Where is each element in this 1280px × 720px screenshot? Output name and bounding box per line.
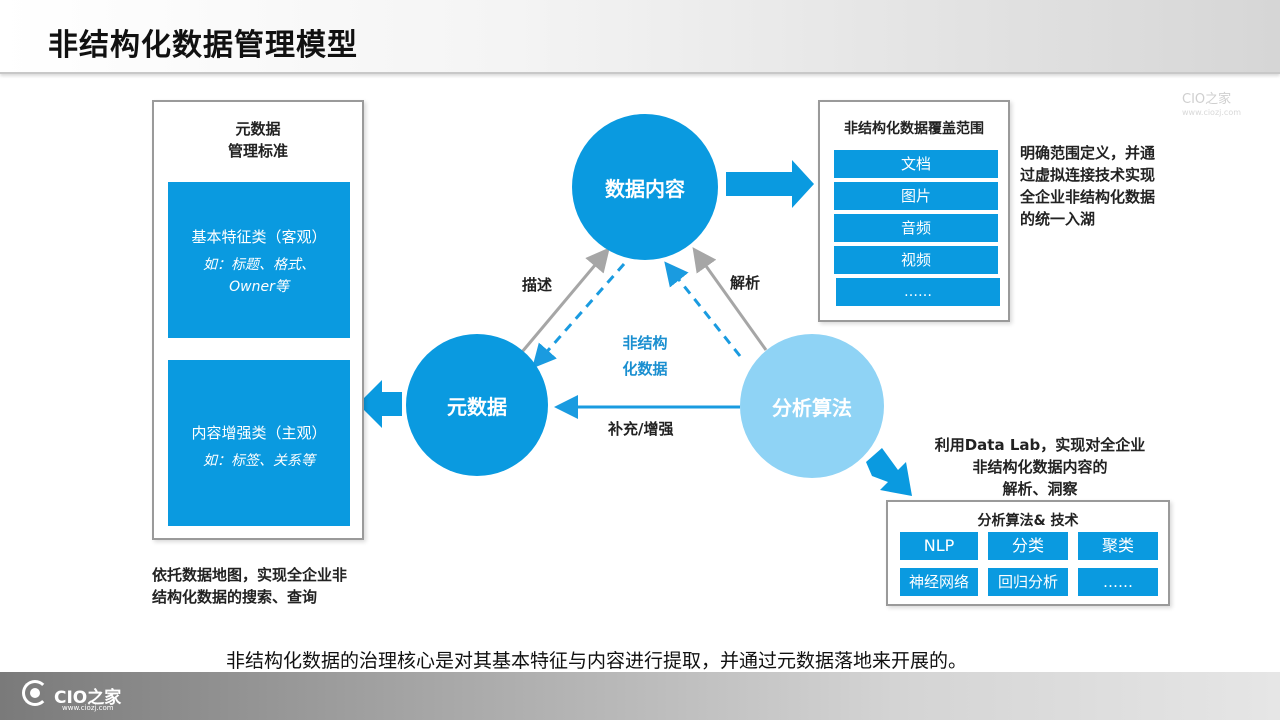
heading-line-1: 元数据 bbox=[235, 120, 281, 138]
metadata-block-arrow bbox=[358, 380, 402, 428]
node-analysis-algorithm: 分析算法 bbox=[740, 334, 884, 478]
objective-examples: 如：标题、格式、 Owner等 bbox=[168, 254, 350, 298]
coverage-block-arrow bbox=[726, 160, 814, 208]
algo-neural-network: 神经网络 bbox=[900, 568, 978, 596]
coverage-note-line-2: 过虚拟连接技术实现 bbox=[1020, 166, 1156, 184]
coverage-item-more: …… bbox=[836, 278, 1000, 306]
metadata-note: 依托数据地图，实现全企业非 结构化数据的搜索、查询 bbox=[152, 564, 392, 608]
subjective-enhancement-box: 内容增强类（主观） 如：标签、关系等 bbox=[168, 360, 350, 526]
coverage-note-line-3: 全企业非结构化数据 bbox=[1020, 188, 1156, 206]
edge-label-describe: 描述 bbox=[522, 276, 553, 294]
node-data-content: 数据内容 bbox=[572, 114, 718, 260]
datalab-note: 利用Data Lab，实现对全企业 非结构化数据内容的 解析、洞察 bbox=[900, 434, 1180, 500]
heading-line-2: 管理标准 bbox=[227, 142, 288, 160]
coverage-item-audio: 音频 bbox=[834, 214, 998, 242]
dashed-arrow-left bbox=[532, 263, 626, 369]
center-label-line-2: 化数据 bbox=[622, 360, 668, 378]
datalab-note-line-3: 解析、洞察 bbox=[1002, 480, 1078, 498]
footer-bar: CIO之家 www.ciozj.com bbox=[0, 672, 1280, 720]
footer-brand: CIO之家 bbox=[54, 688, 122, 708]
coverage-note-line-4: 的统一入湖 bbox=[1020, 210, 1096, 228]
algo-classification: 分类 bbox=[988, 532, 1068, 560]
algo-regression: 回归分析 bbox=[988, 568, 1068, 596]
metadata-note-line-1: 依托数据地图，实现全企业非 bbox=[152, 566, 348, 584]
node-metadata: 元数据 bbox=[406, 334, 548, 476]
algo-clustering: 聚类 bbox=[1078, 532, 1158, 560]
logo-ring-icon bbox=[22, 680, 48, 706]
algorithms-panel: 分析算法& 技术 NLP 分类 聚类 神经网络 回归分析 …… bbox=[886, 500, 1170, 606]
logo-dot-icon bbox=[30, 688, 40, 698]
datalab-note-line-2: 非结构化数据内容的 bbox=[972, 458, 1108, 476]
objective-features-box: 基本特征类（客观） 如：标题、格式、 Owner等 bbox=[168, 182, 350, 338]
coverage-note: 明确范围定义，并通 过虚拟连接技术实现 全企业非结构化数据 的统一入湖 bbox=[1020, 142, 1190, 230]
datalab-note-line-1: 利用Data Lab，实现对全企业 bbox=[934, 436, 1146, 454]
algo-more: …… bbox=[1078, 568, 1158, 596]
footer-url: www.ciozj.com bbox=[62, 704, 114, 712]
coverage-note-line-1: 明确范围定义，并通 bbox=[1020, 144, 1156, 162]
subjective-label: 内容增强类（主观） bbox=[191, 424, 327, 442]
coverage-item-image: 图片 bbox=[834, 182, 998, 210]
edge-label-parse: 解析 bbox=[730, 274, 761, 292]
watermark-brand: CIO之家 bbox=[1182, 92, 1232, 107]
objective-examples-line-2: Owner等 bbox=[229, 279, 289, 295]
metadata-note-line-2: 结构化数据的搜索、查询 bbox=[152, 588, 318, 606]
describe-arrow bbox=[520, 247, 610, 353]
edge-label-unstructured: 非结构 化数据 bbox=[610, 330, 680, 382]
header-bar: 非结构化数据管理模型 bbox=[0, 0, 1280, 74]
page-title: 非结构化数据管理模型 bbox=[48, 28, 358, 63]
center-label-line-1: 非结构 bbox=[622, 334, 668, 352]
subjective-examples: 如：标签、关系等 bbox=[203, 453, 315, 469]
coverage-item-doc: 文档 bbox=[834, 150, 998, 178]
metadata-standards-panel: 元数据 管理标准 基本特征类（客观） 如：标题、格式、 Owner等 内容增强类… bbox=[152, 100, 364, 540]
coverage-title: 非结构化数据覆盖范围 bbox=[844, 121, 984, 137]
watermark-url: www.ciozj.com bbox=[1182, 107, 1242, 117]
metadata-standards-heading: 元数据 管理标准 bbox=[154, 118, 362, 162]
algo-nlp: NLP bbox=[900, 532, 978, 560]
coverage-panel: 非结构化数据覆盖范围 文档 图片 音频 视频 …… bbox=[818, 100, 1010, 322]
objective-label: 基本特征类（客观） bbox=[191, 228, 327, 246]
watermark: CIO之家 www.ciozj.com bbox=[1182, 92, 1272, 117]
coverage-item-video: 视频 bbox=[834, 246, 998, 274]
edge-label-supplement: 补充/增强 bbox=[608, 420, 674, 438]
algorithms-block-arrow bbox=[866, 448, 912, 496]
parse-arrow bbox=[692, 247, 768, 351]
summary-text: 非结构化数据的治理核心是对其基本特征与内容进行提取，并通过元数据落地来开展的。 bbox=[226, 650, 968, 672]
dashed-arrow-right bbox=[664, 261, 742, 357]
objective-examples-line-1: 如：标题、格式、 bbox=[203, 257, 315, 273]
footer-logo: CIO之家 www.ciozj.com bbox=[22, 680, 132, 712]
algorithms-title: 分析算法& 技术 bbox=[977, 513, 1079, 529]
